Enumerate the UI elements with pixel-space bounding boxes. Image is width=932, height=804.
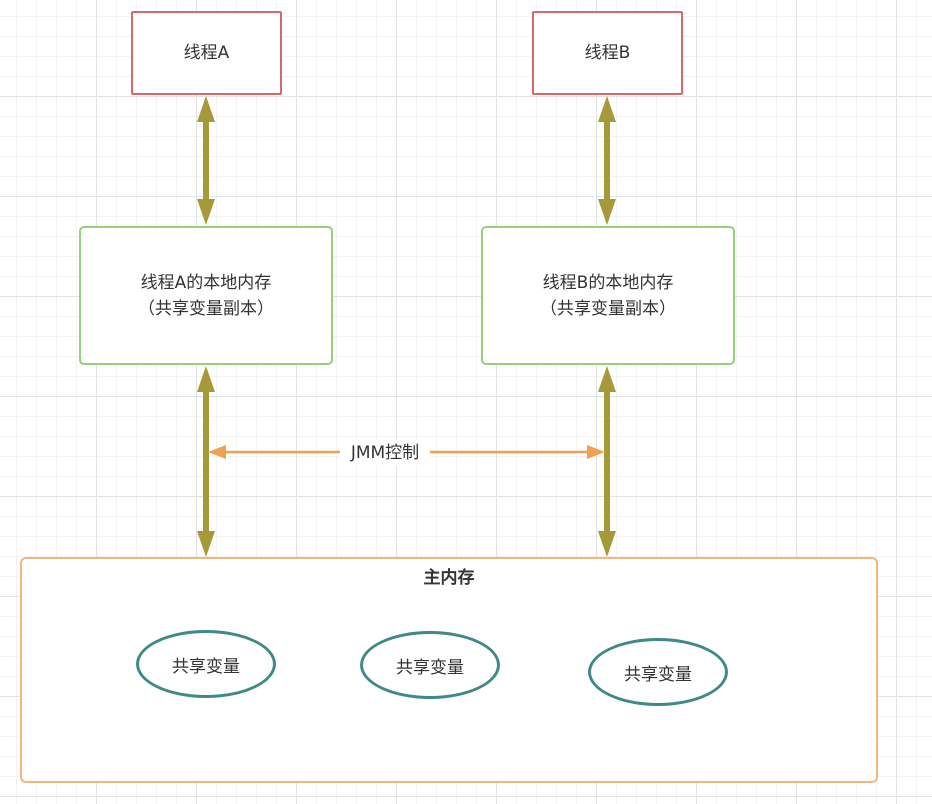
thread-b-local-memory-title: 线程B的本地内存 — [542, 272, 674, 293]
shared-variable-label: 共享变量 — [624, 664, 692, 685]
thread-a-box: 线程A — [131, 11, 282, 95]
thread-b-box: 线程B — [532, 11, 683, 95]
local-b-main-arrow — [598, 366, 616, 557]
thread-a-local-arrow — [197, 96, 215, 225]
thread-b-label: 线程B — [584, 43, 631, 63]
thread-b-local-memory-box: 线程B的本地内存 （共享变量副本） — [481, 226, 735, 365]
main-memory-title: 主内存 — [423, 568, 475, 588]
local-a-main-arrow — [197, 366, 215, 557]
main-memory-box: 主内存 共享变量 共享变量 共享变量 — [20, 557, 878, 783]
thread-a-label: 线程A — [183, 43, 230, 63]
shared-variable-3: 共享变量 — [588, 638, 728, 706]
thread-a-local-memory-title: 线程A的本地内存 — [140, 272, 272, 293]
thread-b-local-memory-subtitle: （共享变量副本） — [540, 298, 676, 319]
thread-a-local-memory-box: 线程A的本地内存 （共享变量副本） — [79, 226, 333, 365]
jmm-control-label: JMM控制 — [340, 440, 430, 466]
thread-b-local-arrow — [598, 96, 616, 225]
thread-a-local-memory-subtitle: （共享变量副本） — [138, 298, 274, 319]
shared-variable-label: 共享变量 — [396, 657, 464, 678]
shared-variable-label: 共享变量 — [172, 656, 240, 677]
shared-variable-1: 共享变量 — [136, 630, 276, 698]
shared-variable-2: 共享变量 — [360, 631, 500, 699]
